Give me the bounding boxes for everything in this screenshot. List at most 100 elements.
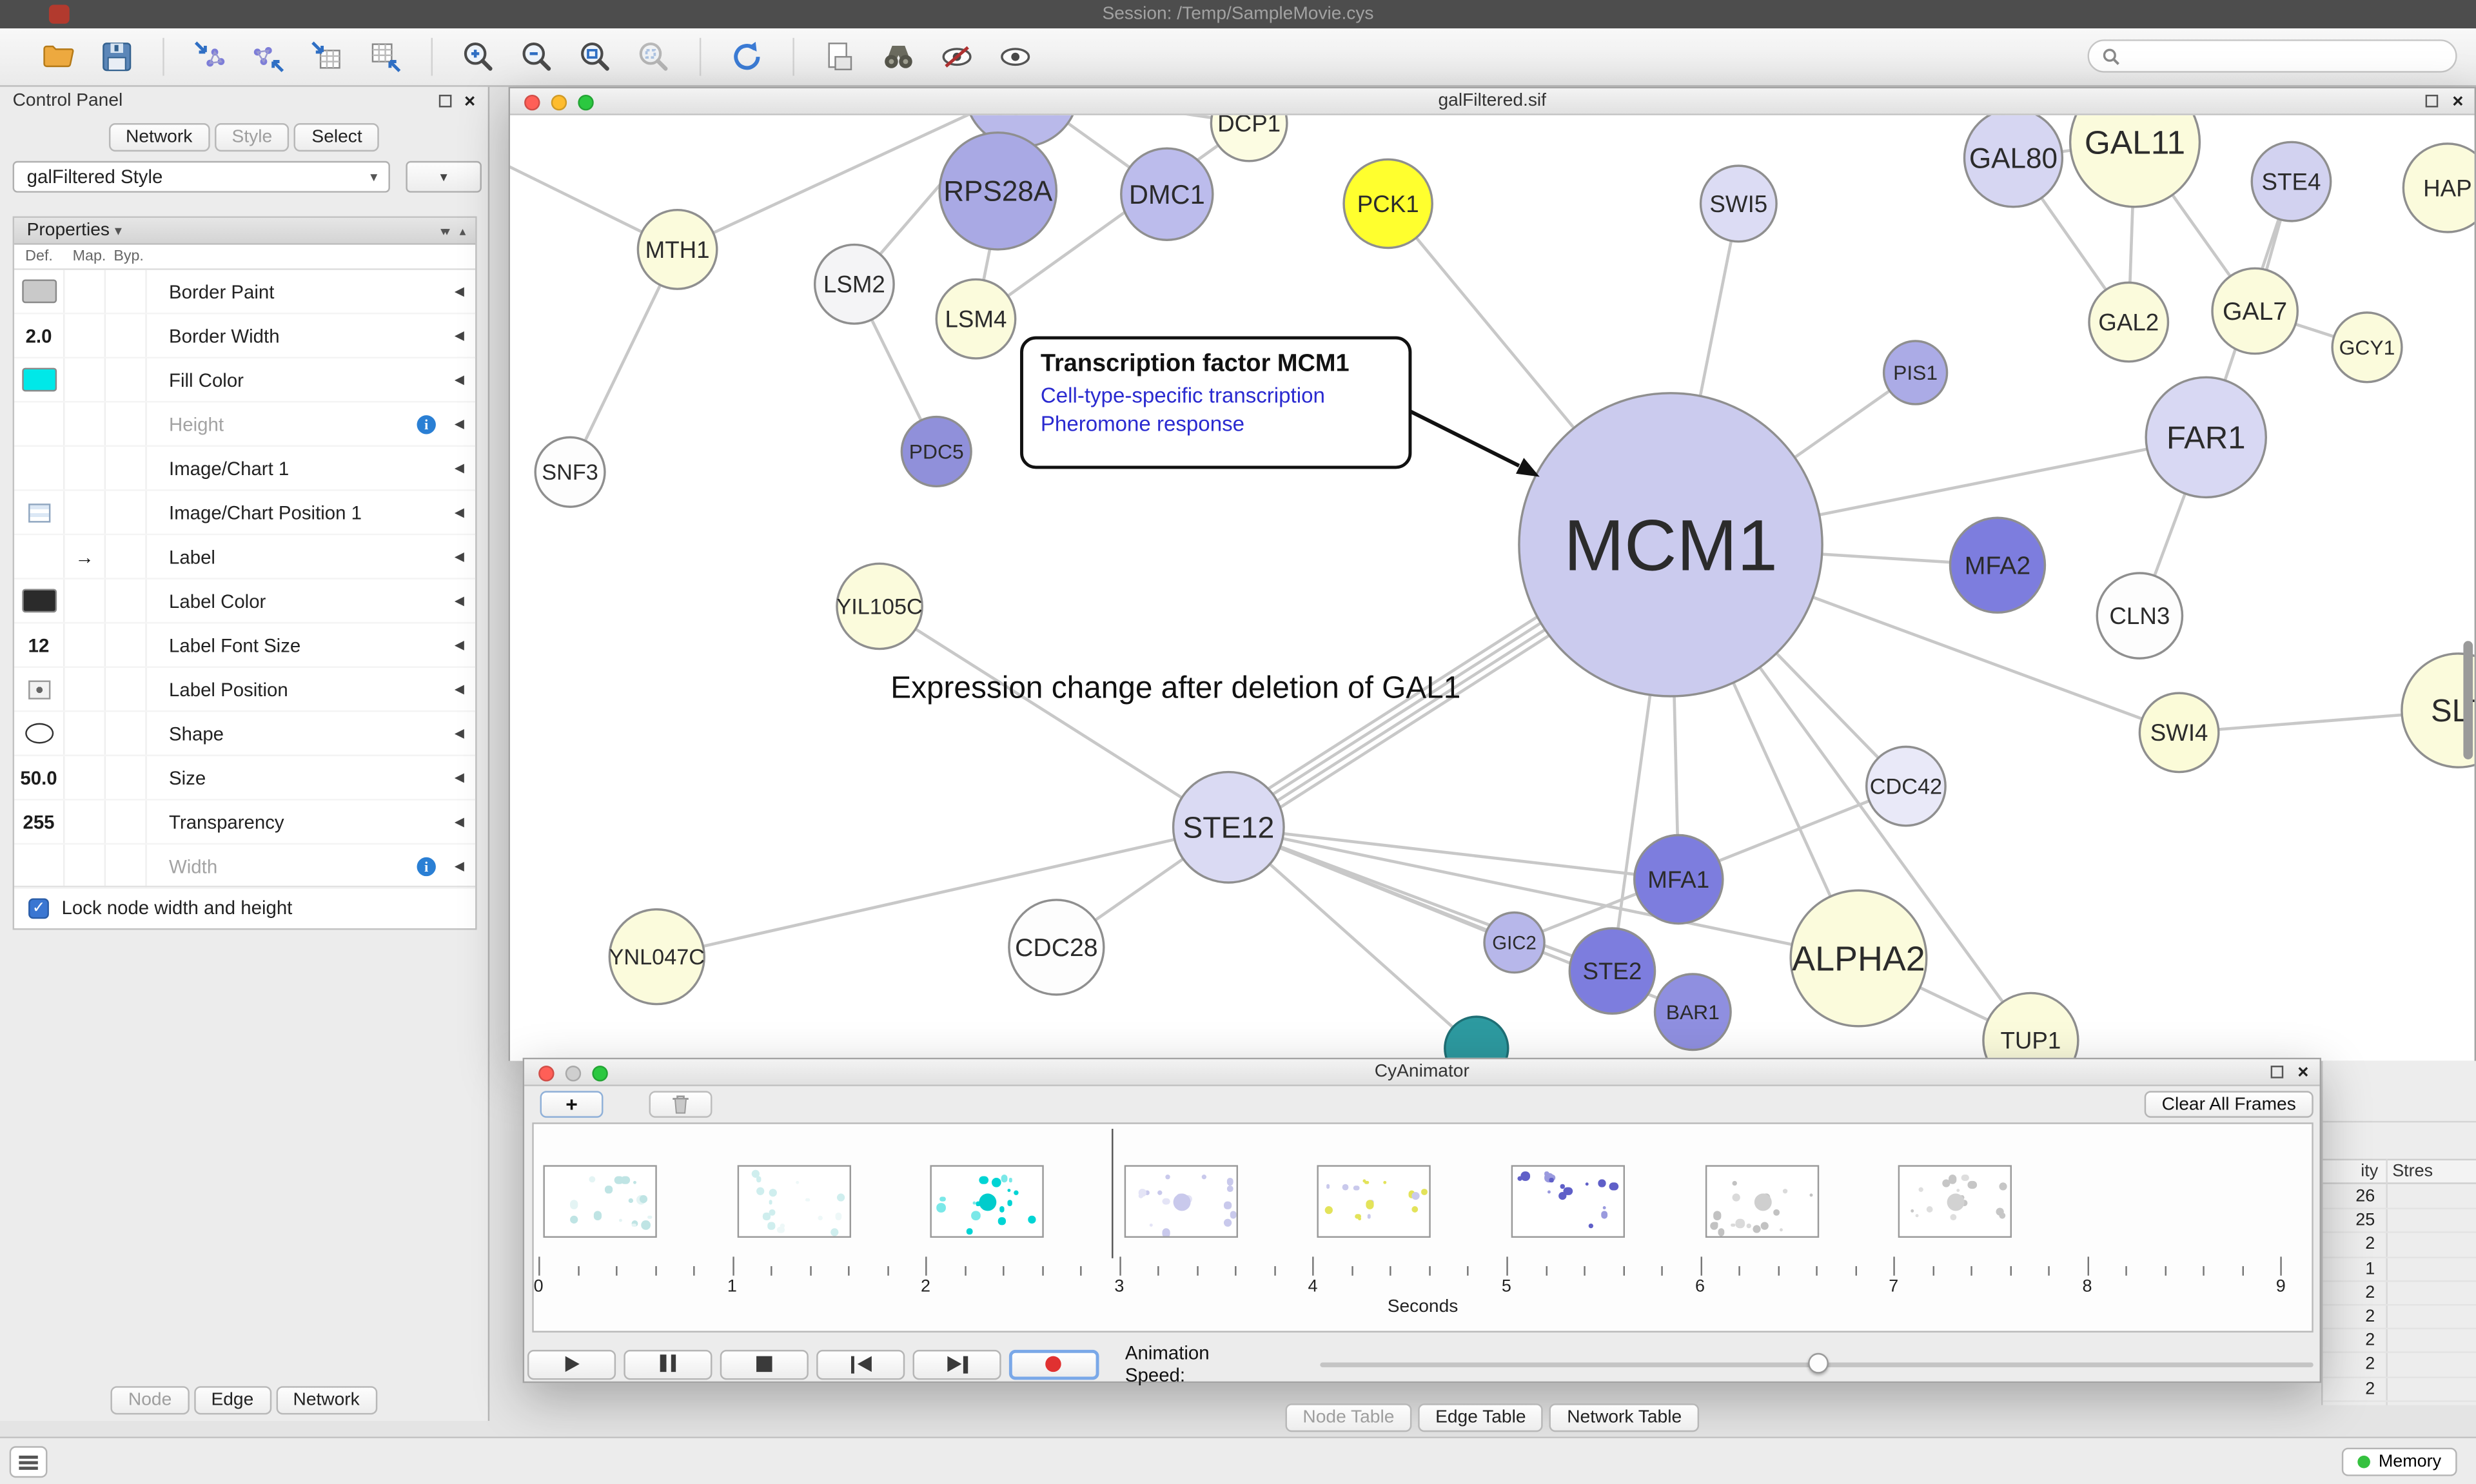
node-RPS28A[interactable]: [938, 132, 1058, 251]
tab-edge-table[interactable]: Edge Table: [1418, 1403, 1544, 1432]
default-value-swatch[interactable]: [21, 279, 56, 304]
show-details-icon[interactable]: [995, 36, 1036, 77]
frame-thumbnail-7[interactable]: [1898, 1165, 2012, 1238]
close-window-icon[interactable]: [524, 93, 540, 110]
node-TUP1[interactable]: [1982, 991, 2079, 1061]
label-position-icon[interactable]: [27, 679, 50, 699]
close-view-icon[interactable]: ×: [2297, 1060, 2309, 1084]
frame-thumbnail-4[interactable]: [1317, 1165, 1431, 1238]
expand-arrow-icon[interactable]: ◀: [454, 770, 465, 785]
search-network-icon[interactable]: [878, 36, 919, 77]
frame-thumbnail-1[interactable]: [736, 1165, 851, 1238]
import-table-icon[interactable]: [306, 36, 348, 77]
zoom-selected-icon[interactable]: [633, 36, 674, 77]
ellipse-shape-icon[interactable]: [24, 723, 54, 744]
panel-menu-button[interactable]: [9, 1446, 48, 1478]
node-DCP1[interactable]: [1210, 115, 1288, 162]
minimize-window-icon[interactable]: [565, 1064, 582, 1081]
zoom-fit-icon[interactable]: [575, 36, 616, 77]
step-forward-button[interactable]: [913, 1349, 1002, 1380]
node-HAP[interactable]: [2402, 142, 2475, 233]
expand-arrow-icon[interactable]: ◀: [454, 859, 465, 874]
edge[interactable]: [1228, 825, 1679, 881]
style-options-button[interactable]: ▾: [406, 161, 482, 193]
node-CLN3[interactable]: [2096, 572, 2184, 659]
node-GIC2[interactable]: [1483, 911, 1546, 974]
tab-node-table[interactable]: Node Table: [1285, 1403, 1412, 1432]
table-row[interactable]: 2: [2323, 1234, 2476, 1258]
node-STE12[interactable]: [1172, 770, 1285, 884]
property-row-label-position[interactable]: Label Position◀: [14, 667, 476, 712]
node-PDC5[interactable]: [900, 415, 972, 488]
import-network-icon[interactable]: [190, 36, 231, 77]
tab-network-table[interactable]: Network Table: [1549, 1403, 1700, 1432]
node-YIL105C[interactable]: [836, 562, 923, 650]
node-GAL80[interactable]: [1963, 115, 2064, 208]
table-row[interactable]: 2: [2323, 1354, 2476, 1378]
table-row[interactable]: 1: [2323, 1258, 2476, 1282]
close-view-icon[interactable]: ×: [2452, 90, 2464, 112]
table-row[interactable]: 26: [2323, 1186, 2476, 1210]
node-GAL2[interactable]: [2088, 281, 2170, 363]
collapse-all-icon[interactable]: ▾▾: [440, 223, 450, 238]
expand-arrow-icon[interactable]: ◀: [454, 284, 465, 298]
frame-thumbnail-5[interactable]: [1511, 1165, 1626, 1238]
float-window-icon[interactable]: [2425, 94, 2439, 108]
export-table-icon[interactable]: [365, 36, 406, 77]
expand-arrow-icon[interactable]: ◀: [454, 461, 465, 476]
edge[interactable]: [656, 825, 1229, 959]
record-button[interactable]: [1009, 1349, 1099, 1380]
node-LSM4[interactable]: [935, 278, 1017, 360]
table-col-ity[interactable]: ity: [2361, 1162, 2379, 1181]
node-SNF3[interactable]: [534, 436, 606, 508]
scrollbar-thumb[interactable]: [2463, 641, 2473, 759]
zoom-out-icon[interactable]: [516, 36, 558, 77]
property-row-label-color[interactable]: Label Color◀: [14, 579, 476, 624]
tab-network[interactable]: Network: [108, 123, 210, 152]
expand-all-icon[interactable]: ▴: [459, 223, 466, 238]
expand-arrow-icon[interactable]: ◀: [454, 372, 465, 387]
node-GAL11[interactable]: [2068, 115, 2201, 208]
checkbox-checked-icon[interactable]: ✓: [28, 897, 49, 919]
cyanimator-titlebar[interactable]: CyAnimator ×: [524, 1059, 2320, 1086]
animation-speed-slider[interactable]: [1319, 1352, 2314, 1375]
node-MFA1[interactable]: [1633, 834, 1724, 925]
node-GCY1[interactable]: [2331, 311, 2403, 384]
hide-details-icon[interactable]: [936, 36, 978, 77]
node-MCM1[interactable]: [1518, 392, 1823, 698]
table-row[interactable]: 25: [2323, 1209, 2476, 1234]
edge[interactable]: [676, 115, 1022, 251]
properties-header[interactable]: Properties ▾ ▾▾▴: [14, 217, 476, 245]
property-row-shape[interactable]: Shape◀: [14, 712, 476, 757]
tab-network-style[interactable]: Network: [275, 1386, 377, 1415]
node-PIS1[interactable]: [1882, 340, 1949, 405]
edge[interactable]: [1228, 825, 1859, 960]
info-icon[interactable]: i: [417, 856, 436, 875]
table-row[interactable]: 2: [2323, 1282, 2476, 1306]
stop-button[interactable]: [720, 1349, 809, 1380]
expand-arrow-icon[interactable]: ◀: [454, 505, 465, 520]
mapping-icon[interactable]: →: [75, 545, 94, 568]
expand-arrow-icon[interactable]: ◀: [454, 814, 465, 829]
tab-style[interactable]: Style: [214, 123, 290, 152]
memory-button[interactable]: Memory: [2342, 1447, 2457, 1476]
zoom-window-icon[interactable]: [592, 1064, 608, 1081]
delete-frame-button[interactable]: [649, 1091, 712, 1118]
table-row[interactable]: 2: [2323, 1305, 2476, 1330]
expand-arrow-icon[interactable]: ◀: [454, 726, 465, 741]
tab-edge-style[interactable]: Edge: [193, 1386, 271, 1415]
property-row-fill-color[interactable]: Fill Color◀: [14, 358, 476, 403]
expand-arrow-icon[interactable]: ◀: [454, 593, 465, 608]
tab-node-style[interactable]: Node: [110, 1386, 190, 1415]
expand-arrow-icon[interactable]: ◀: [454, 638, 465, 652]
node-MTH1[interactable]: [636, 209, 718, 290]
playhead[interactable]: [1111, 1129, 1114, 1258]
global-search-box[interactable]: [2087, 39, 2457, 73]
save-session-icon[interactable]: [96, 36, 137, 77]
node-FAR1[interactable]: [2145, 376, 2268, 499]
expand-arrow-icon[interactable]: ◀: [454, 549, 465, 564]
